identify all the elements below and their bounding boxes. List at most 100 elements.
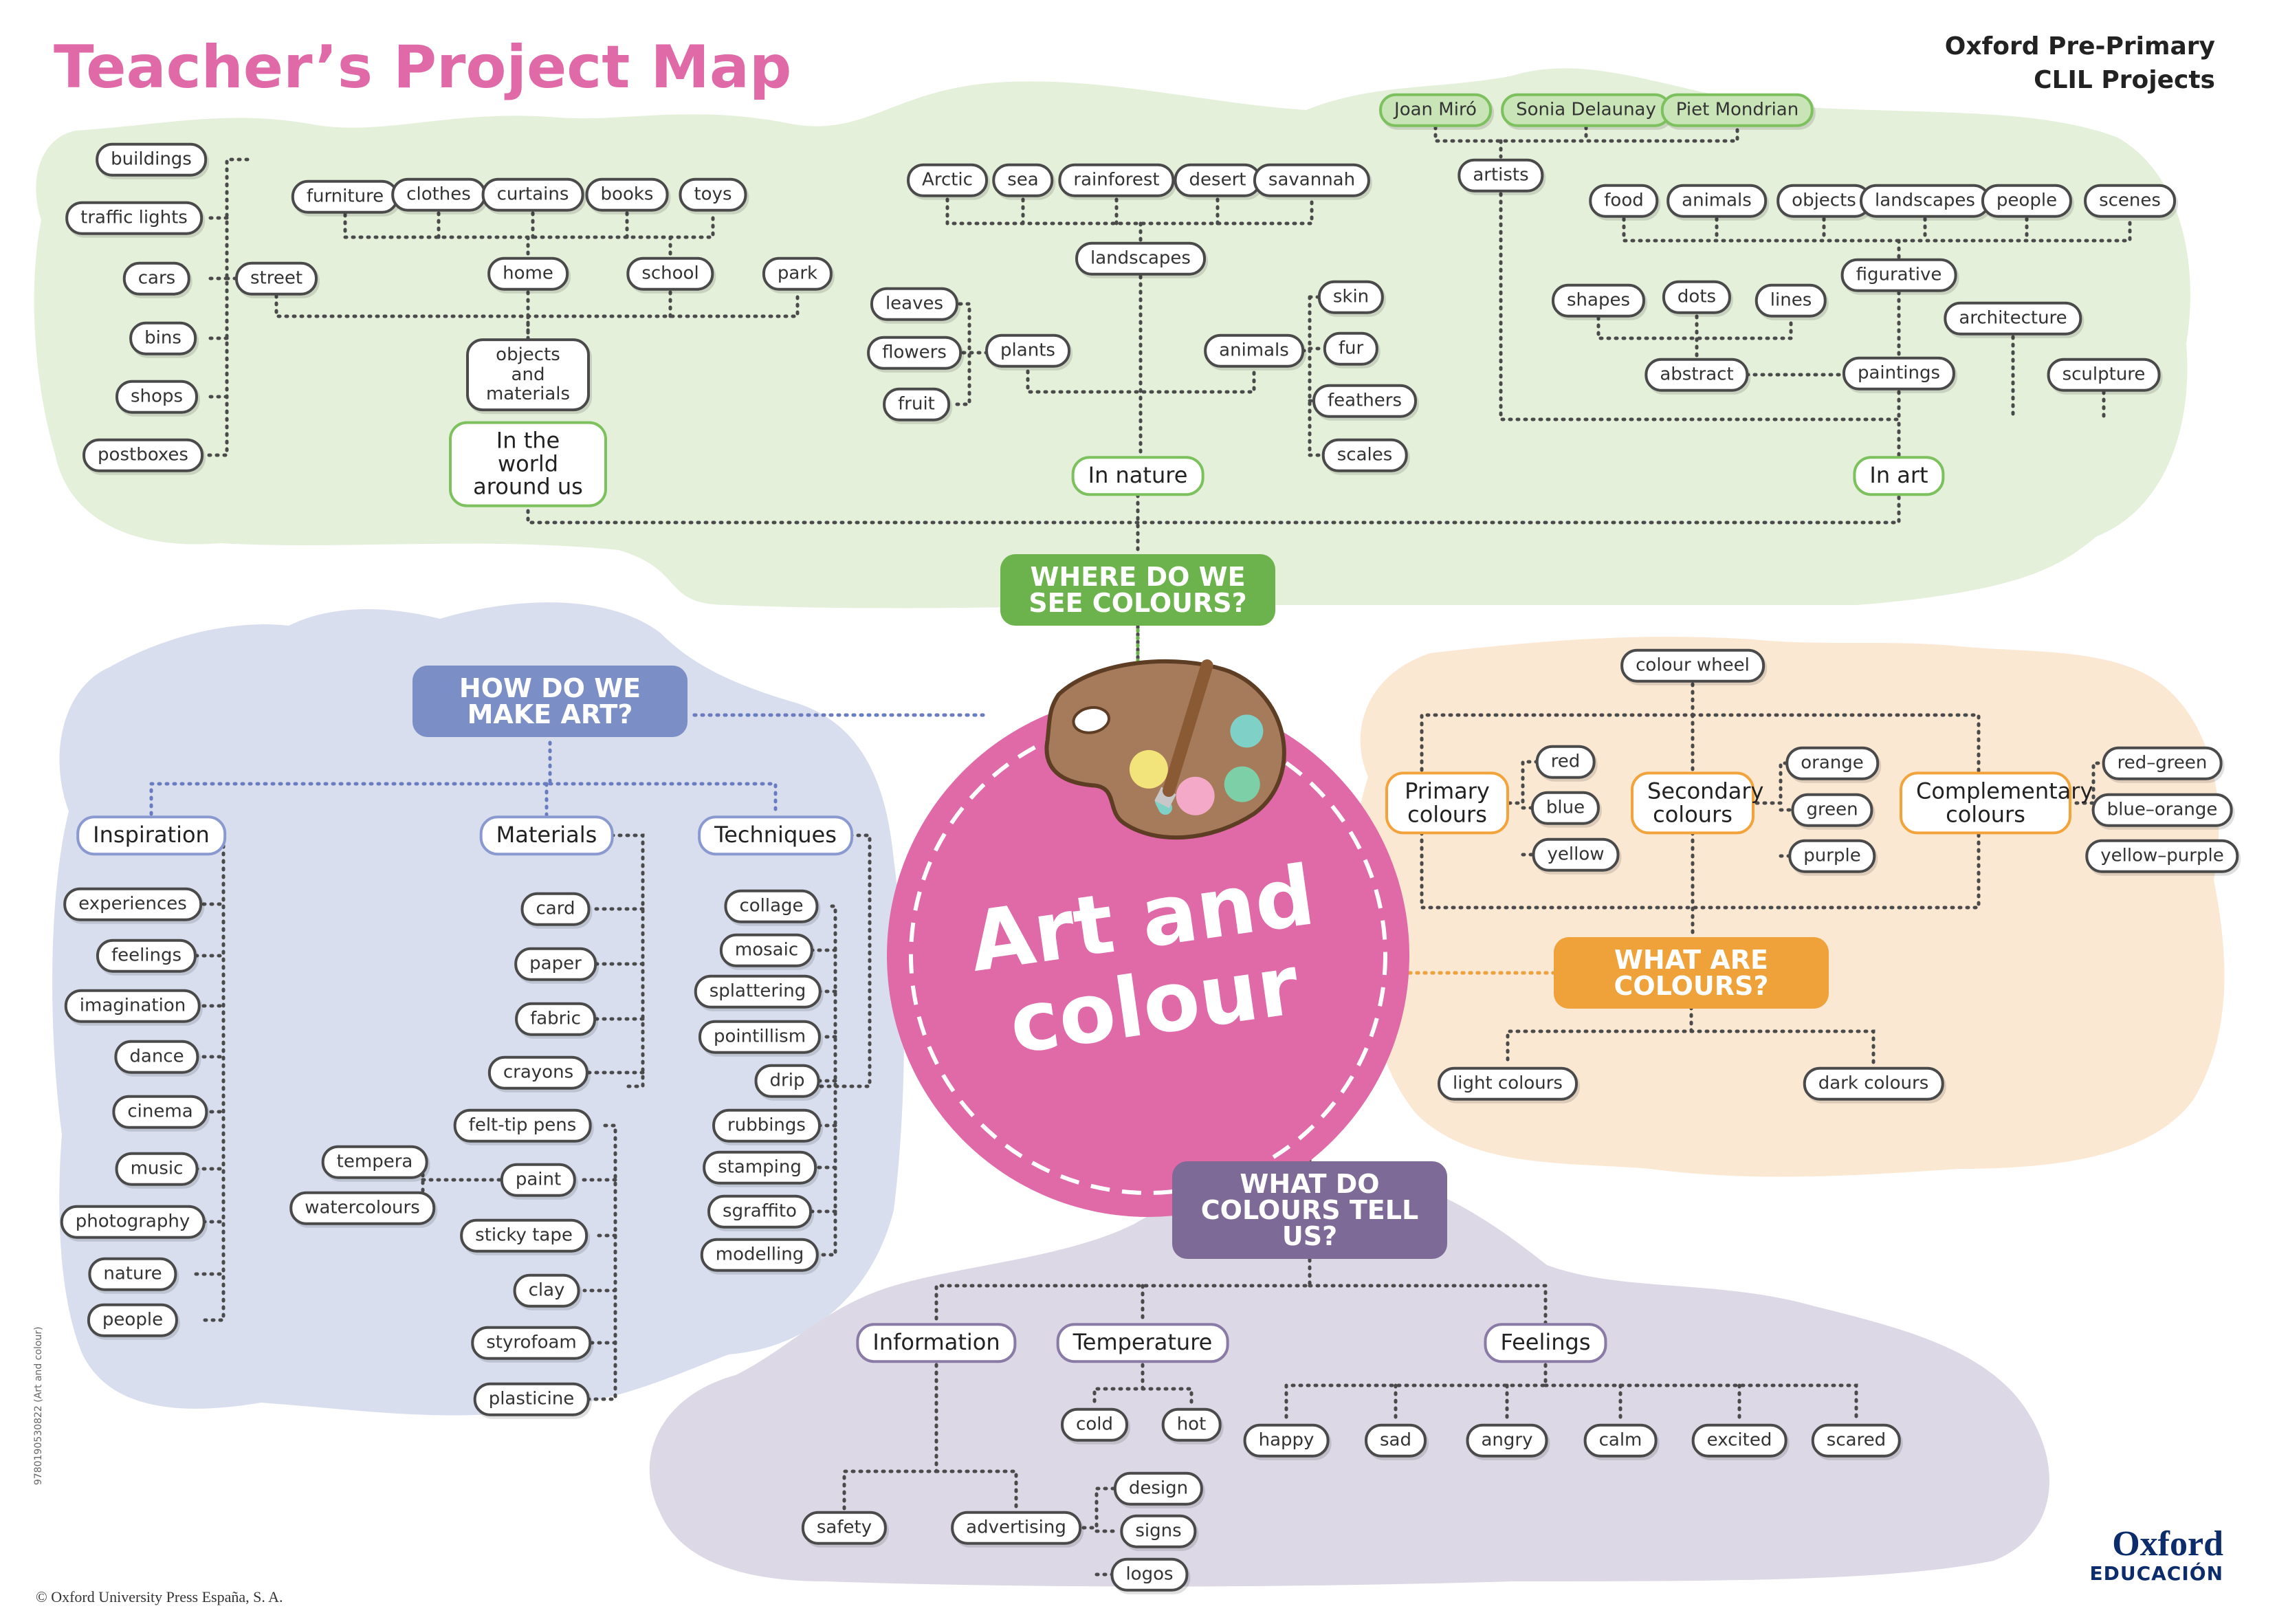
- node-rubbings: rubbings: [712, 1108, 821, 1143]
- heading-what: WHAT ARE COLOURS?: [1554, 937, 1829, 1009]
- node-food: food: [1589, 184, 1659, 218]
- node-objects-a: objects: [1776, 184, 1871, 218]
- node-delaunay: Sonia Delaunay: [1501, 93, 1671, 127]
- node-shapes: shapes: [1551, 283, 1646, 318]
- category-temperature: Temperature: [1056, 1323, 1229, 1363]
- node-miro: Joan Miró: [1379, 93, 1492, 127]
- node-collage: collage: [724, 889, 819, 923]
- node-scenes: scenes: [2084, 184, 2176, 218]
- node-toys: toys: [679, 177, 747, 212]
- connector-line: [343, 211, 715, 258]
- node-postboxes: postboxes: [82, 438, 204, 472]
- node-green: green: [1791, 793, 1873, 827]
- connector-line: [1284, 1363, 1858, 1424]
- node-safety: safety: [801, 1511, 888, 1545]
- node-plasticine: plasticine: [473, 1382, 590, 1416]
- connector-line: [194, 833, 226, 1322]
- node-landscapes-n: landscapes: [1075, 241, 1206, 276]
- node-books: books: [585, 177, 669, 212]
- brand-line-2: CLIL Projects: [2034, 65, 2215, 94]
- node-abstract: abstract: [1644, 358, 1749, 392]
- node-experiences: experiences: [63, 887, 202, 921]
- node-orange: orange: [1785, 746, 1879, 780]
- node-buildings: buildings: [96, 142, 207, 177]
- node-modelling: modelling: [700, 1238, 820, 1272]
- node-imagination: imagination: [64, 989, 201, 1023]
- node-scared: scared: [1811, 1423, 1902, 1458]
- logo-line-1: Oxford: [2112, 1524, 2223, 1563]
- category-materials: Materials: [479, 815, 614, 855]
- category-secondary: Secondary colours: [1631, 771, 1763, 835]
- node-sgraffito: sgraffito: [707, 1194, 812, 1229]
- node-furniture: furniture: [291, 179, 399, 214]
- connector-line: [945, 197, 1314, 459]
- node-flowers: flowers: [867, 336, 962, 370]
- category-feelings: Feelings: [1484, 1323, 1607, 1363]
- heading-where: WHERE DO WE SEE COLOURS?: [1000, 554, 1275, 626]
- node-fur: fur: [1323, 331, 1379, 366]
- node-design: design: [1113, 1471, 1204, 1506]
- node-watercolours: watercolours: [289, 1191, 435, 1225]
- node-street: street: [234, 261, 318, 296]
- node-drip: drip: [754, 1064, 820, 1098]
- node-objects-materials: objects and materials: [466, 338, 590, 411]
- node-savannah: savannah: [1253, 163, 1371, 197]
- node-stickytape: sticky tape: [460, 1218, 588, 1253]
- category-inspiration: Inspiration: [76, 815, 226, 855]
- node-leaves: leaves: [870, 287, 959, 321]
- node-card: card: [520, 892, 591, 926]
- heading-how: HOW DO WE MAKE ART?: [412, 666, 688, 737]
- node-hot: hot: [1161, 1407, 1222, 1442]
- node-paint: paint: [500, 1163, 577, 1197]
- node-school: school: [626, 256, 714, 291]
- node-arctic: Arctic: [907, 163, 988, 197]
- node-advertising: advertising: [951, 1511, 1081, 1545]
- node-fruit: fruit: [883, 387, 950, 421]
- node-park: park: [762, 256, 833, 291]
- node-animals-a: animals: [1666, 184, 1767, 218]
- node-styrofoam: styrofoam: [471, 1326, 592, 1360]
- node-crayons: crayons: [487, 1055, 589, 1090]
- page-title: Teacher’s Project Map: [54, 33, 792, 102]
- node-people-a: people: [1981, 184, 2073, 218]
- node-music: music: [115, 1152, 199, 1186]
- node-artists: artists: [1458, 158, 1544, 193]
- category-techniques: Techniques: [698, 815, 853, 855]
- node-redgreen: red–green: [2102, 746, 2223, 780]
- node-angry: angry: [1466, 1423, 1548, 1458]
- node-bins: bins: [129, 321, 197, 355]
- purple-cloud: [649, 1169, 2049, 1587]
- oxford-logo: Oxford EDUCACIÓN: [2089, 1526, 2223, 1585]
- node-cinema: cinema: [112, 1095, 208, 1129]
- connector-line: [842, 1363, 1018, 1511]
- node-stamping: stamping: [703, 1150, 817, 1185]
- node-cold: cold: [1061, 1407, 1128, 1442]
- node-landscapes-a: landscapes: [1860, 184, 1990, 218]
- node-purple: purple: [1788, 839, 1876, 873]
- center-hub: [887, 659, 1409, 1217]
- node-tempera: tempera: [321, 1145, 428, 1179]
- isbn-text: 9780190530822 (Art and colour): [33, 1326, 44, 1485]
- blue-cloud: [52, 602, 904, 1416]
- connector-line: [1596, 314, 1862, 377]
- node-clay: clay: [513, 1273, 580, 1308]
- node-logos: logos: [1110, 1557, 1189, 1592]
- node-excited: excited: [1691, 1423, 1788, 1458]
- connector-line: [586, 833, 645, 1088]
- center-circle: [887, 694, 1409, 1217]
- category-inart: In art: [1853, 456, 1945, 496]
- node-cars: cars: [122, 261, 191, 296]
- node-skin: skin: [1317, 280, 1385, 314]
- node-signs: signs: [1120, 1514, 1197, 1548]
- node-dance: dance: [114, 1040, 199, 1074]
- category-nature: In nature: [1071, 456, 1204, 496]
- node-shops: shops: [116, 380, 198, 414]
- node-blue: blue: [1530, 791, 1600, 825]
- copyright-text: © Oxford University Press España, S. A.: [36, 1588, 283, 1605]
- node-dark: dark colours: [1803, 1066, 1944, 1101]
- node-sea: sea: [992, 163, 1054, 197]
- connector-line: [1420, 682, 1981, 941]
- brand-line-1: Oxford Pre-Primary: [1944, 32, 2215, 61]
- node-fabric: fabric: [515, 1002, 596, 1036]
